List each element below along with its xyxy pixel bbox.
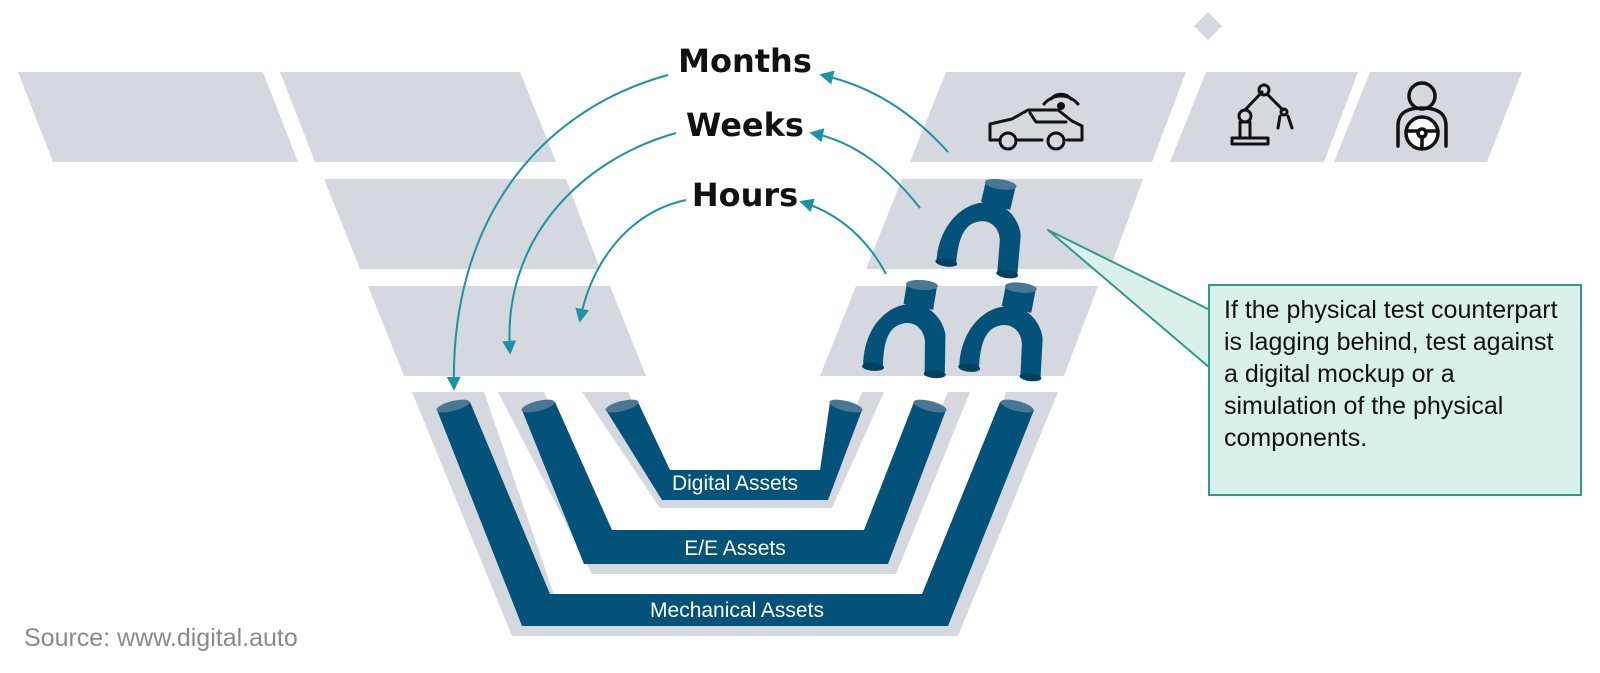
band-top-left-1 xyxy=(18,72,298,162)
mechanical-assets-label: Mechanical Assets xyxy=(650,599,824,622)
arrow-component-to-weeks xyxy=(809,128,921,209)
pipe-cap xyxy=(913,399,947,413)
arrow-months-to-mechanical xyxy=(446,74,669,391)
band-second-left xyxy=(324,179,600,269)
diamond-marker xyxy=(1194,12,1222,40)
hours-label: Hours xyxy=(692,176,798,214)
arrow-hours-to-digital xyxy=(575,199,687,323)
pipe-cap xyxy=(521,399,555,413)
shell-mechanical xyxy=(412,392,1058,636)
arrow-parts-to-hours xyxy=(799,198,887,275)
connected-car-icon xyxy=(988,92,1084,151)
pipe-cap xyxy=(1000,399,1034,413)
ee-assets-label: E/E Assets xyxy=(684,537,786,560)
band-top-right-2 xyxy=(1170,72,1358,162)
callout-box: If the physical test counterpart is lagg… xyxy=(1208,284,1582,496)
band-top-left-2 xyxy=(280,72,556,162)
digital-assets-label: Digital Assets xyxy=(672,472,798,495)
pipe-cap xyxy=(436,399,470,413)
callout-text: If the physical test counterpart is lagg… xyxy=(1224,296,1558,452)
arrow-weeks-to-ee xyxy=(502,132,677,355)
band-third-right xyxy=(820,286,1098,376)
robot-arm-icon xyxy=(1230,83,1294,146)
pipe-cap xyxy=(829,399,863,413)
pipe-ee xyxy=(522,402,946,564)
driver-steering-wheel-icon xyxy=(1396,81,1448,151)
months-label: Months xyxy=(678,42,812,80)
source-credit: Source: www.digital.auto xyxy=(24,624,298,652)
pipe-digital xyxy=(606,402,862,500)
arrow-car-to-months xyxy=(819,70,949,153)
pipe-cap xyxy=(605,399,639,413)
band-top-right-1 xyxy=(910,72,1186,162)
weeks-label: Weeks xyxy=(686,106,804,144)
band-third-left xyxy=(368,286,646,376)
